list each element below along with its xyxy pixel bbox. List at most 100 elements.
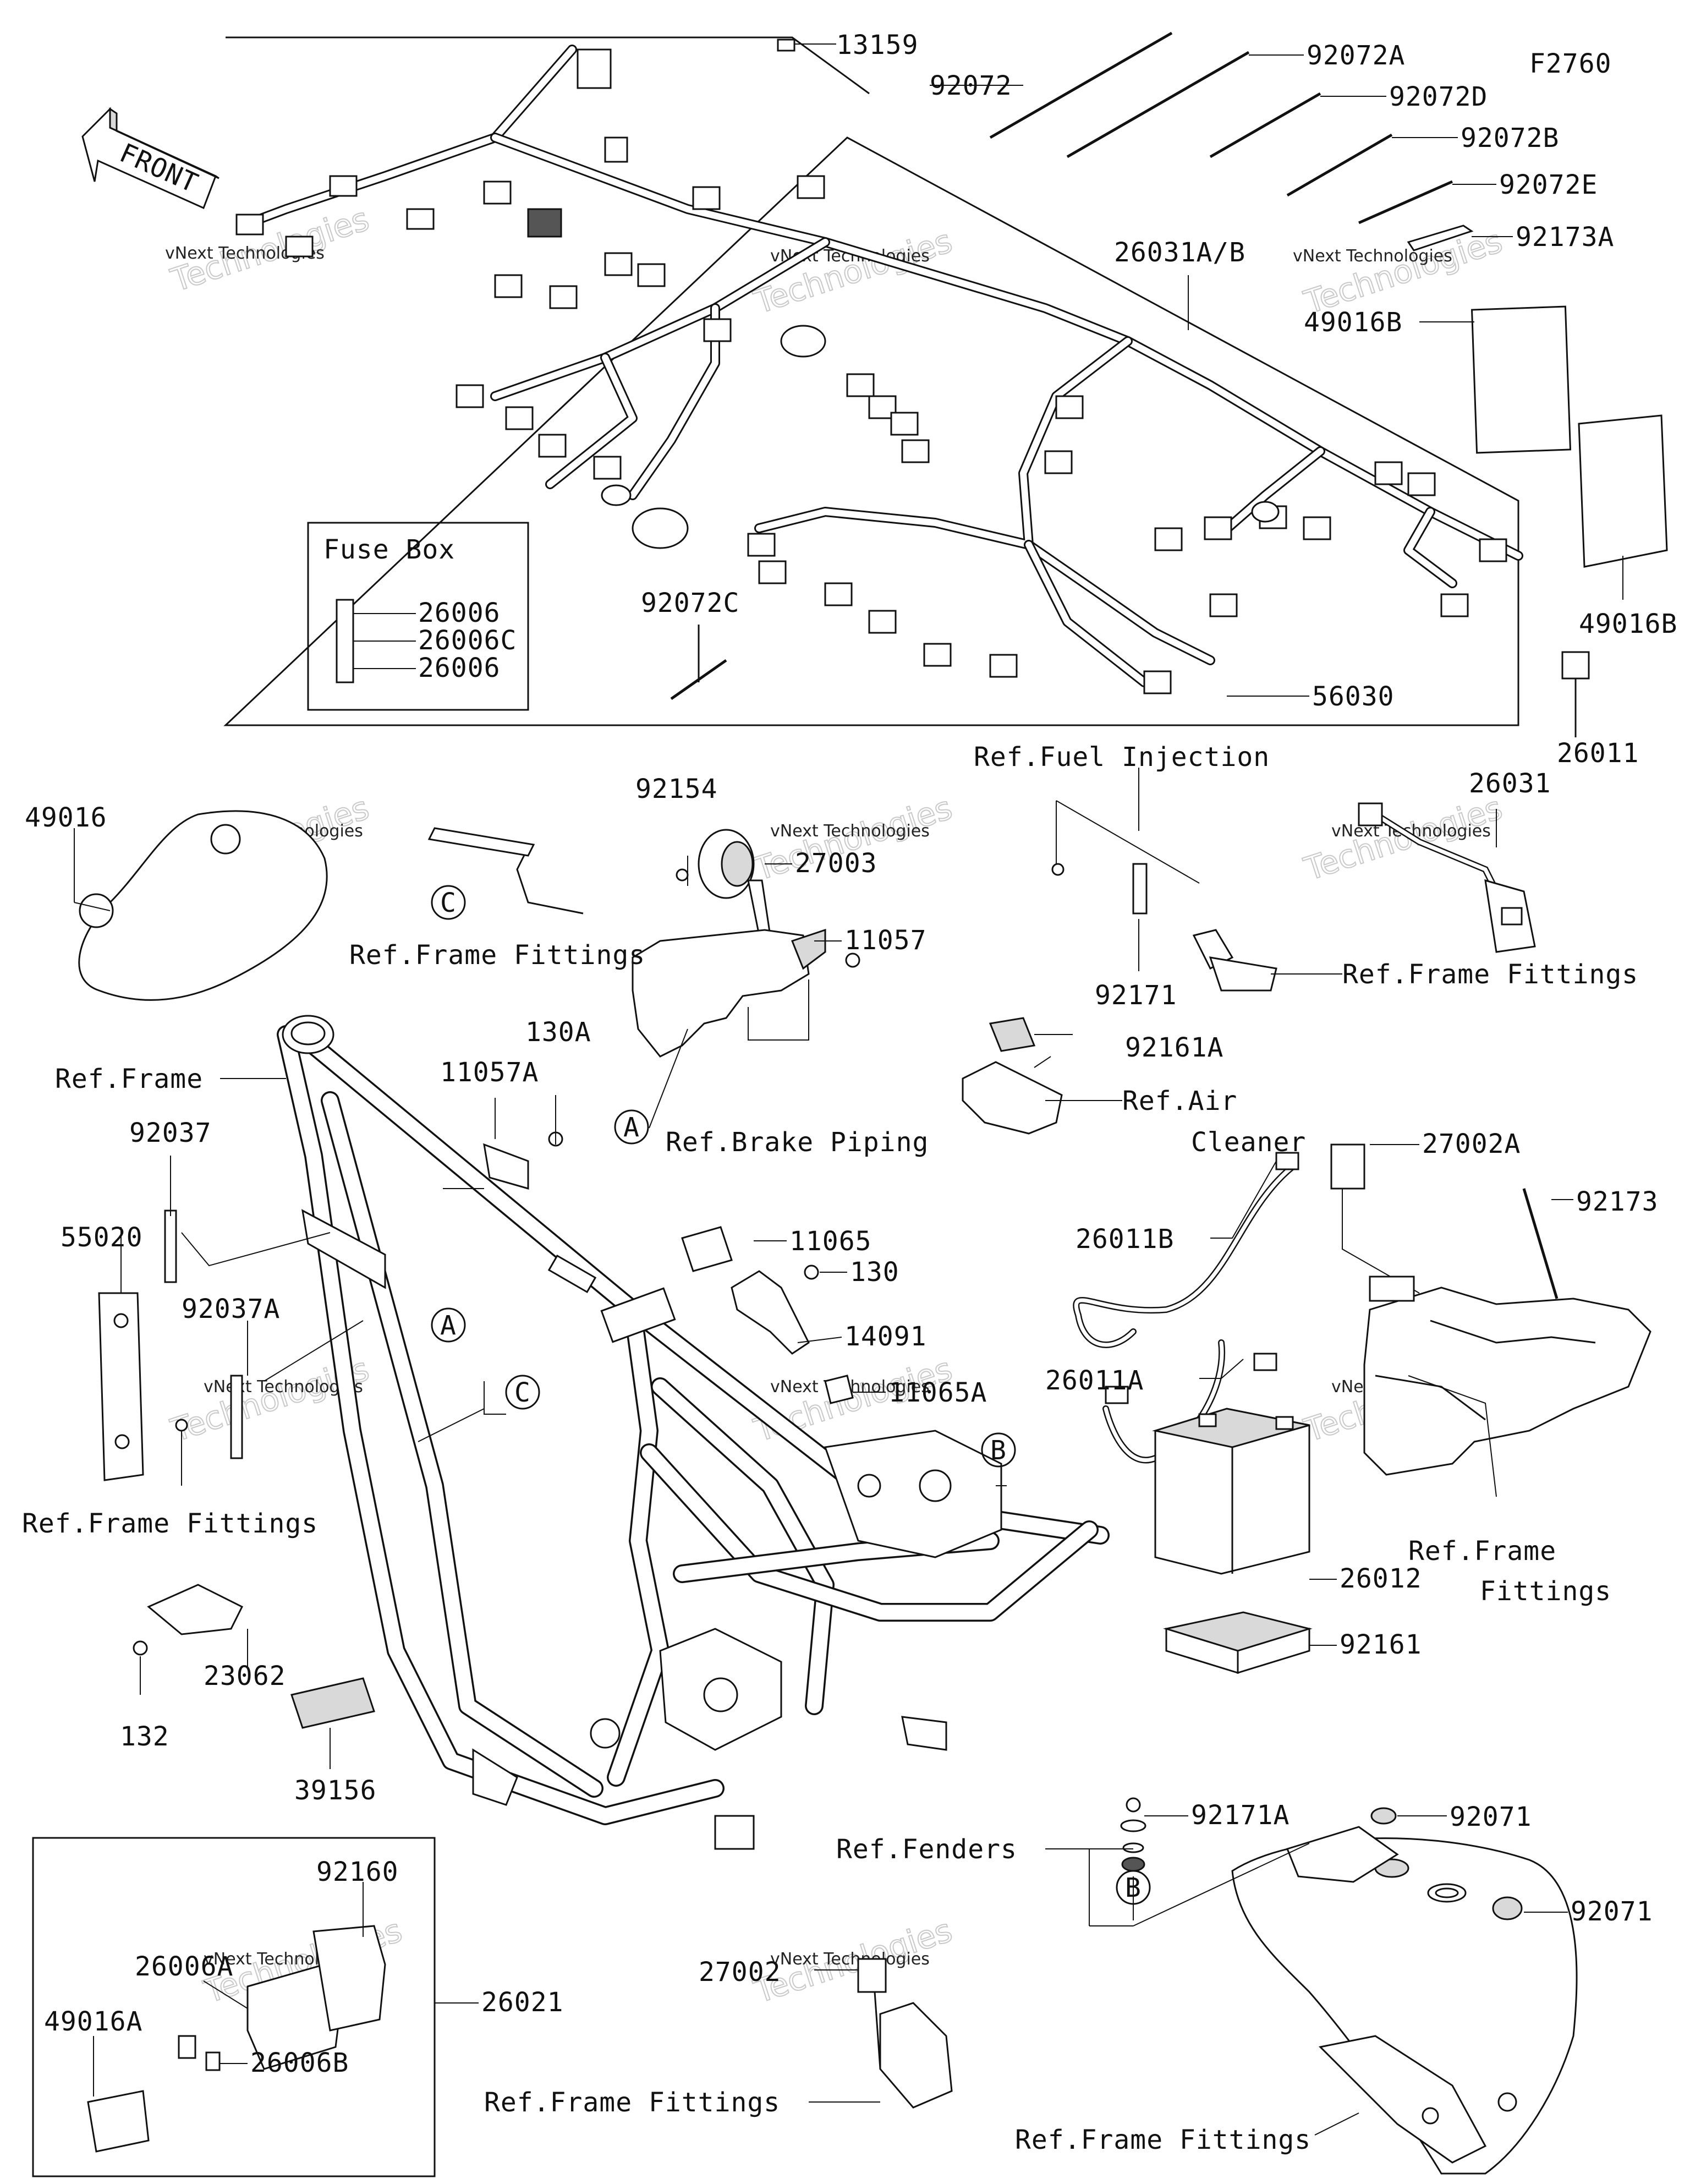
label-39156: 39156: [294, 1775, 377, 1806]
front-label: FRONT: [115, 138, 202, 199]
connector-main-plug-icon: [577, 48, 612, 89]
battery-tray-icon: [1363, 1276, 1651, 1476]
ecu-section: [32, 1837, 479, 2177]
harness-section-outline: [223, 36, 1519, 726]
ref-frame-fittings-tray-line-1: Ref.Frame: [1408, 1536, 1556, 1567]
sub-harness-26031-icon: [1358, 802, 1536, 953]
label-92072B: 92072B: [1461, 123, 1559, 154]
fuse-part-2: 26006C: [418, 625, 517, 656]
callout-a-1-label: A: [623, 1112, 640, 1143]
fuse-part-3: 26006: [418, 653, 501, 683]
label-11057A: 11057A: [440, 1057, 539, 1088]
callouts: C A A C B B: [431, 885, 1151, 1905]
label-26011A: 26011A: [1045, 1365, 1144, 1396]
fuse-box-title: Fuse Box: [323, 534, 455, 565]
battery-leads: [1073, 1152, 1299, 1464]
grommet-92071-1-icon: [1370, 1807, 1397, 1825]
callout-c-1-label: C: [440, 888, 457, 918]
label-92072E: 92072E: [1499, 169, 1598, 200]
watermark-group: Technologies vNext Technologies Technolo…: [165, 200, 1507, 2011]
relay-27002A-icon: [1330, 1143, 1365, 1190]
callout-a-2-label: A: [440, 1310, 457, 1341]
fuel-injection-parts: [1051, 768, 1277, 992]
relay-27002-group: [809, 1958, 953, 2109]
ref-frame: Ref.Frame: [55, 1064, 203, 1094]
ref-frame-fittings-fender: Ref.Frame Fittings: [1015, 2125, 1311, 2155]
grommet-92071-2-icon: [1492, 1896, 1523, 1920]
label-55020: 55020: [61, 1222, 143, 1253]
cable-tie-92072B-icon: [1286, 133, 1393, 197]
diagram-code: F2760: [1529, 48, 1612, 79]
callout-c-2-label: C: [514, 1377, 531, 1408]
label-49016B-1: 49016B: [1304, 307, 1402, 338]
pin-92037A-icon: [230, 1375, 243, 1459]
cable-ties-group: [777, 31, 1474, 251]
label-92071-1: 92071: [1450, 1802, 1532, 1832]
rear-fender-icon: [1045, 1797, 1578, 2175]
grommet-11065A-icon: [824, 1375, 854, 1404]
callout-a-1: [614, 1109, 649, 1145]
part-labels: 13159 92072 92072A 92072D 92072B 92072E …: [25, 30, 1677, 2078]
relay-26011-icon: [1561, 651, 1590, 680]
label-14091: 14091: [844, 1321, 927, 1352]
callout-c-1: [431, 885, 466, 920]
label-49016B-2: 49016B: [1579, 609, 1677, 639]
label-130: 130: [850, 1257, 899, 1288]
reference-labels: Ref.Fuel Injection Ref.Frame Fittings Re…: [22, 742, 1638, 2155]
watermark-5: vNext Technologies: [770, 822, 930, 841]
callout-c-2: [505, 1375, 540, 1410]
callout-b-1: [981, 1432, 1016, 1468]
bracket-23062-icon: [147, 1584, 244, 1635]
ref-brake-piping: Ref.Brake Piping: [666, 1127, 929, 1158]
nut-92171A-icon: [1126, 1797, 1141, 1813]
plate-55020-icon: [98, 1292, 144, 1481]
clamp-92171-icon: [1132, 863, 1148, 915]
clamp-92173A-icon: [1407, 225, 1474, 251]
leader-lines-middle: [120, 809, 1573, 1769]
label-26012: 26012: [1340, 1563, 1422, 1594]
label-92154: 92154: [635, 774, 718, 804]
callout-a-2: [431, 1307, 466, 1343]
motorcycle-frame-icon: [277, 1015, 1110, 1850]
label-27003: 27003: [795, 848, 877, 879]
label-92160: 92160: [316, 1857, 399, 1887]
label-27002: 27002: [699, 1957, 781, 1988]
label-26011B: 26011B: [1076, 1224, 1174, 1255]
label-plate-49016B-1: [1470, 305, 1572, 454]
lead-26011B-icon: [1073, 1163, 1296, 1348]
ref-air-cleaner-line-1: Ref.Air: [1122, 1086, 1237, 1116]
fuse-26006B-icon: [205, 2051, 221, 2071]
label-92037: 92037: [129, 1118, 212, 1148]
ref-frame-fittings-left: Ref.Frame Fittings: [22, 1508, 318, 1539]
bolt-130-icon: [804, 1265, 819, 1280]
label-26031: 26031: [1469, 768, 1551, 799]
label-11057: 11057: [844, 925, 927, 956]
label-49016: 49016: [25, 802, 107, 833]
label-92071-2: 92071: [1571, 1896, 1653, 1927]
label-92072D: 92072D: [1389, 81, 1488, 112]
watermark-3: vNext Technologies: [1293, 247, 1452, 266]
label-plate-49016B-2: [1578, 414, 1668, 568]
callout-b-2: [1116, 1870, 1151, 1905]
label-92173: 92173: [1576, 1186, 1659, 1217]
cable-tie-92072-icon: [989, 31, 1173, 139]
bracket-11057-icon: [632, 928, 860, 1058]
battery-26012-icon: [1152, 1408, 1310, 1575]
label-92173A: 92173A: [1516, 222, 1614, 253]
fuse-part-1: 26006: [418, 598, 501, 628]
label-26031AB: 26031A/B: [1114, 237, 1245, 268]
horn-27003-icon: [676, 829, 771, 937]
label-26021: 26021: [481, 1987, 564, 2018]
cable-tie-92072E-icon: [1358, 180, 1453, 225]
cover-49016-icon: [78, 810, 328, 1001]
air-cleaner-parts: [962, 1017, 1073, 1135]
label-92171: 92171: [1095, 980, 1177, 1011]
relay-27002-icon: [857, 1958, 887, 1993]
bracket-14091-icon: [731, 1270, 810, 1355]
pin-92037-icon: [164, 1209, 177, 1283]
callout-b-1-label: B: [990, 1435, 1007, 1466]
label-130A: 130A: [525, 1017, 591, 1048]
frame-small-parts: [98, 1131, 854, 1729]
fuse-block-icon: [336, 599, 354, 683]
